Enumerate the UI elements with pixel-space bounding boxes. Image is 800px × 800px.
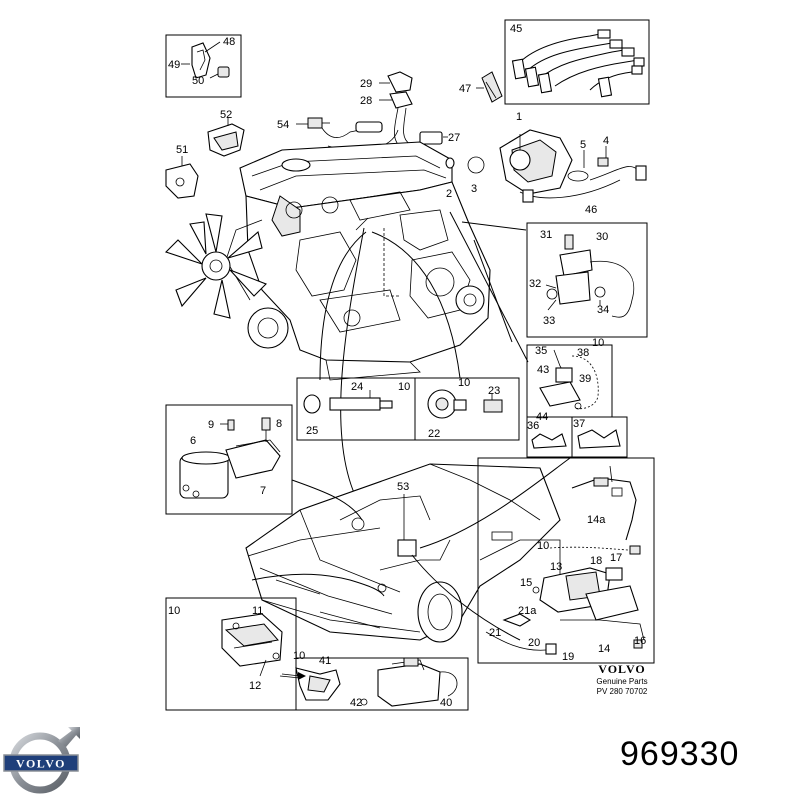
callout-43: 43 xyxy=(537,364,549,376)
callout-10-plug: 10 xyxy=(398,381,410,393)
callout-18: 18 xyxy=(590,555,602,567)
callout-30: 30 xyxy=(596,231,608,243)
inset-ignition-leads-45 xyxy=(504,19,650,105)
callout-21a: 21a xyxy=(518,605,537,617)
callout-32: 32 xyxy=(529,278,541,290)
genuine-parts-stamp: VOLVO Genuine Parts PV 280 70702 xyxy=(582,662,662,696)
genuine-subtitle: Genuine Parts xyxy=(596,677,648,686)
callout-37: 37 xyxy=(573,418,585,430)
callout-51: 51 xyxy=(176,144,188,156)
car-body xyxy=(245,463,561,643)
inset-sensor-35-44 xyxy=(526,344,613,418)
genuine-brand: VOLVO xyxy=(598,662,646,676)
callout-34: 34 xyxy=(597,304,609,316)
callout-13: 13 xyxy=(550,561,562,573)
callout-20: 20 xyxy=(528,637,540,649)
part-47-connector xyxy=(476,71,503,103)
engine-block xyxy=(225,141,491,381)
part-number: 969330 xyxy=(620,735,740,773)
inset-ignition-coil-6-9 xyxy=(165,404,293,515)
callout-5: 5 xyxy=(580,139,586,151)
callout-14: 14 xyxy=(598,643,610,655)
callout-35: 35 xyxy=(535,345,547,357)
volvo-logo: VOLVO xyxy=(0,725,85,800)
callout-28: 28 xyxy=(360,95,372,107)
inset-relay-13-21 xyxy=(477,457,655,664)
callout-10-sensor: 10 xyxy=(592,337,604,349)
callout-16: 16 xyxy=(634,635,646,647)
callout-10-unit: 10 xyxy=(168,605,180,617)
callout-50: 50 xyxy=(192,75,204,87)
callout-23: 23 xyxy=(488,385,500,397)
callout-41: 41 xyxy=(319,655,331,667)
genuine-code: PV 280 70702 xyxy=(596,687,648,696)
callout-8: 8 xyxy=(276,418,282,430)
callout-33: 33 xyxy=(543,315,555,327)
callout-17: 17 xyxy=(610,552,622,564)
callout-4: 4 xyxy=(603,135,609,147)
callout-25: 25 xyxy=(306,425,318,437)
callout-3: 3 xyxy=(471,183,477,195)
inset-sensor-30-34 xyxy=(526,222,648,338)
callout-38: 38 xyxy=(577,347,589,359)
callout-54: 54 xyxy=(277,119,289,131)
callout-29: 29 xyxy=(360,78,372,90)
sensor-cluster-27-29 xyxy=(379,71,448,153)
callout-47: 47 xyxy=(459,83,471,95)
inset-clips-36-37 xyxy=(526,416,628,458)
logo-text: VOLVO xyxy=(16,757,66,771)
callout-12: 12 xyxy=(249,680,261,692)
callout-21: 21 xyxy=(489,627,501,639)
volvo-logo-icon: VOLVO xyxy=(3,727,80,794)
callout-36: 36 xyxy=(527,420,539,432)
callout-24: 24 xyxy=(351,381,363,393)
callout-42: 42 xyxy=(350,697,362,709)
callout-9: 9 xyxy=(208,419,214,431)
inset-bracket-48-50 xyxy=(165,34,242,98)
callout-19: 19 xyxy=(562,651,574,663)
distributor-assembly xyxy=(445,129,647,203)
callout-11: 11 xyxy=(252,605,263,617)
callout-6: 6 xyxy=(190,435,196,447)
callout-52: 52 xyxy=(220,109,232,121)
callout-48: 48 xyxy=(223,36,235,48)
cooling-fan xyxy=(164,213,267,319)
callout-27: 27 xyxy=(448,132,460,144)
callout-46: 46 xyxy=(585,204,597,216)
callout-2: 2 xyxy=(446,188,452,200)
callout-7: 7 xyxy=(260,485,266,497)
part-52-bracket xyxy=(207,118,245,157)
callout-53: 53 xyxy=(397,481,409,493)
inset-control-unit-40-42 xyxy=(165,597,469,711)
callout-39: 39 xyxy=(579,373,591,385)
callout-15: 15 xyxy=(520,577,532,589)
callout-10-unit2: 10 xyxy=(293,650,305,662)
callout-22: 22 xyxy=(428,428,440,440)
inset-spark-knock-22-25 xyxy=(296,377,520,441)
callout-10-relay: 10 xyxy=(537,540,549,552)
callout-1: 1 xyxy=(516,111,522,123)
callout-31: 31 xyxy=(540,229,552,241)
callout-49: 49 xyxy=(168,59,180,71)
callout-40: 40 xyxy=(440,697,452,709)
callout-14a: 14a xyxy=(587,514,606,526)
callout-45: 45 xyxy=(510,23,522,35)
callout-10-knock: 10 xyxy=(458,377,470,389)
part-51-mount xyxy=(165,156,199,199)
